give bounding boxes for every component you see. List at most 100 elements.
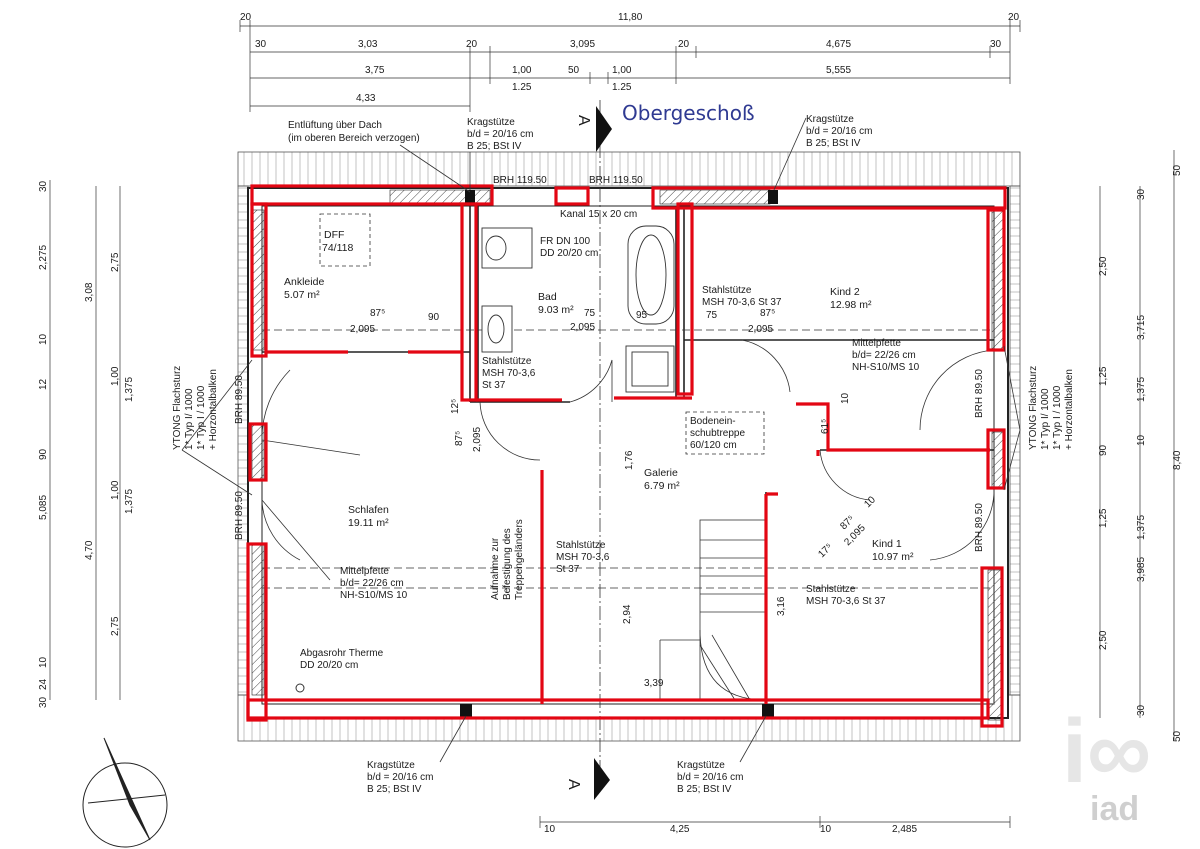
note-line: 1* Typ I/ 1000 — [1040, 388, 1051, 450]
dim-text: 10 — [820, 824, 832, 835]
dim-text: 30 — [38, 696, 49, 708]
dim-text: 10 — [1136, 434, 1147, 446]
dim-text: 1,00 — [110, 366, 121, 386]
room-area-bad: 9.03 m² — [538, 304, 574, 316]
dim-text: 10 — [544, 824, 556, 835]
dim-text: 2,75 — [110, 252, 121, 272]
roof-edge-right — [1009, 185, 1021, 696]
door-swings — [261, 339, 995, 581]
room-area-kind2: 12.98 m² — [830, 299, 872, 311]
note-line: MSH 70-3,6 St 37 — [806, 596, 886, 607]
note-line: b/d = 20/16 cm — [367, 772, 433, 783]
dim-text: 24 — [38, 678, 49, 690]
note-line: b/d = 20/16 cm — [806, 126, 872, 137]
note-ytong-right: YTONG Flachsturz 1* Typ I/ 1000 1* Typ I… — [974, 345, 1075, 552]
note-line: 1* Typ I / 1000 — [196, 385, 207, 450]
dim-text: 2,275 — [38, 245, 49, 270]
dim-text: 2,94 — [622, 604, 633, 624]
note-line: Aufnahme zur — [490, 537, 501, 600]
dim-text: 30 — [990, 39, 1002, 50]
note-line: B 25; BSt IV — [367, 784, 422, 795]
note-line: B 25; BSt IV — [467, 141, 522, 152]
note-line: NH-S10/MS 10 — [340, 590, 408, 601]
note-kragstuetze-top-right: Kragstütze b/d = 20/16 cm B 25; BSt IV — [773, 114, 872, 191]
note-line: (im oberen Bereich verzogen) — [288, 133, 420, 144]
dim-text: 90 — [38, 448, 49, 460]
dim-text: 12⁵ — [450, 399, 461, 414]
brh-label: BRH 119.50 — [589, 175, 643, 186]
dim-text: 4,25 — [670, 824, 690, 835]
room-name-kind2: Kind 2 — [830, 286, 860, 298]
kragstuetze-column — [465, 190, 475, 204]
dim-text: 3,75 — [365, 65, 385, 76]
dim-text: 12 — [38, 378, 49, 390]
dim-text: 20 — [466, 39, 478, 50]
section-arrow-top — [596, 106, 612, 152]
note-line: Stahlstütze — [482, 356, 532, 367]
note-line: BRH 89.50 — [974, 369, 985, 418]
note-line: Kragstütze — [677, 760, 725, 771]
dim-text: 5,085 — [38, 495, 49, 520]
note-line: Mittelpfette — [852, 338, 901, 349]
note-kragstuetze-top-left: Kragstütze b/d = 20/16 cm B 25; BSt IV — [467, 117, 533, 190]
bathroom-fixtures — [481, 225, 675, 393]
dim-text: 87⁵ — [760, 308, 775, 319]
note-line: Abgasrohr Therme — [300, 648, 384, 659]
note-line: Treppengeländers — [514, 519, 525, 600]
note-line: YTONG Flachsturz — [172, 366, 183, 450]
note-line: schubtreppe — [690, 428, 745, 439]
dim-text: 30 — [1136, 704, 1147, 716]
dim-text: 2,50 — [1098, 630, 1109, 650]
dim-text: 30 — [38, 180, 49, 192]
dim-text: 20 — [678, 39, 690, 50]
watermark-mark: i∞ — [1062, 702, 1151, 802]
plan-title: Obergeschoß — [622, 101, 755, 125]
note-kragstuetze-bottom-right: Kragstütze b/d = 20/16 cm B 25; BSt IV — [677, 715, 767, 795]
room-name-ankleide: Ankleide — [284, 276, 324, 288]
watermark-logo: iad — [1090, 790, 1139, 828]
note-stahlstuetze-bad: Stahlstütze MSH 70-3,6 St 37 — [482, 356, 536, 391]
dim-text: 1.25 — [512, 82, 532, 93]
note-stahlstuetze-mid: Stahlstütze MSH 70-3,6 St 37 — [556, 540, 610, 575]
note-line: 1* Typ I/ 1000 — [184, 388, 195, 450]
note-line: MSH 70-3,6 — [482, 368, 536, 379]
dim-text: 87⁵ — [370, 308, 385, 319]
dim-text: 3,16 — [776, 596, 787, 616]
note-line: + Horzontalbalken — [1064, 369, 1075, 450]
note-line: MSH 70-3,6 — [556, 552, 610, 563]
note-line: Stahlstütze — [556, 540, 606, 551]
wall-hatch — [987, 569, 1003, 721]
note-line: BRH 89.50 — [234, 375, 245, 424]
abgasrohr-icon — [295, 683, 305, 693]
section-mark-top: A — [575, 115, 592, 126]
note-line: Befestigung des — [502, 528, 513, 600]
note-line: St 37 — [556, 564, 580, 575]
dim-text: 3,095 — [570, 39, 595, 50]
dim-text: 2,095 — [350, 324, 375, 335]
dim-text: 4,675 — [826, 39, 851, 50]
note-line: Stahlstütze — [702, 285, 752, 296]
right-dimensions: 30 2,50 1,25 1,375 90 1,25 1,375 2,50 30… — [1098, 164, 1183, 742]
dim-text: 4,70 — [84, 540, 95, 560]
dim-text: 1.25 — [612, 82, 632, 93]
dim-text: 3,08 — [84, 282, 95, 302]
dim-text: 90 — [1098, 444, 1109, 456]
dim-text: 10 — [840, 392, 851, 404]
dim-text: 1,76 — [624, 450, 635, 470]
note-line: YTONG Flachsturz — [1028, 366, 1039, 450]
dim-text: 1,375 — [124, 489, 135, 514]
note-line: b/d = 20/16 cm — [677, 772, 743, 783]
note-line: NH-S10/MS 10 — [852, 362, 920, 373]
room-area-galerie: 6.79 m² — [644, 480, 680, 492]
room-name-bad: Bad — [538, 291, 557, 303]
wall-hatch — [659, 189, 771, 205]
kragstuetze-column — [460, 704, 472, 718]
dim-text: 10 — [38, 656, 49, 668]
dim-text: 2,095 — [472, 427, 483, 452]
fr-dn-label: FR DN 100 — [540, 236, 590, 247]
dim-text: 20 — [1008, 12, 1020, 23]
dim-text: 30 — [1136, 188, 1147, 200]
dim-text: 75 — [706, 310, 718, 321]
red-markup — [246, 184, 1007, 728]
